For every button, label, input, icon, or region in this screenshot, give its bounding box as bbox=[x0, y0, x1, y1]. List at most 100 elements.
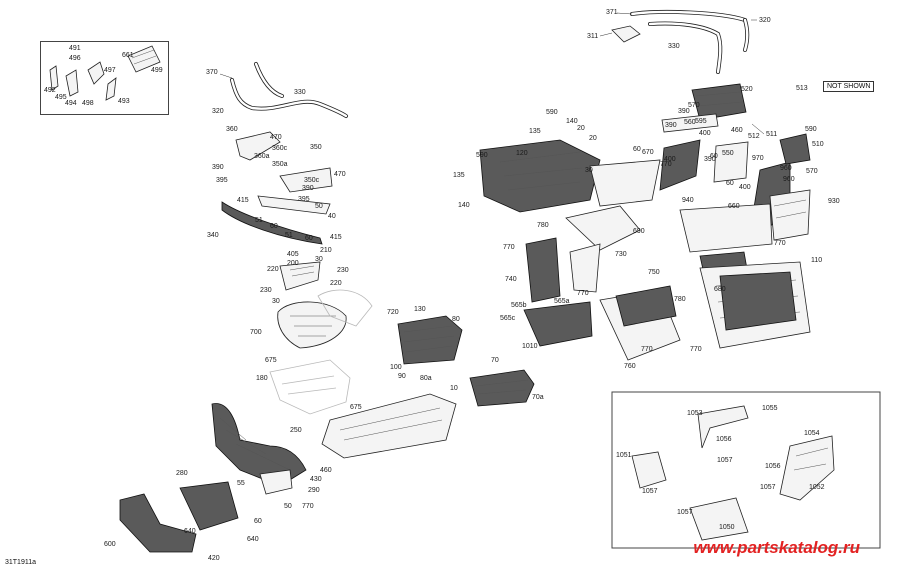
part-callout: 80a bbox=[420, 375, 432, 382]
part-callout: 30 bbox=[585, 167, 593, 174]
part-callout: 640 bbox=[184, 528, 196, 535]
part-callout: 595 bbox=[695, 118, 707, 125]
part-callout: 720 bbox=[387, 309, 399, 316]
part-callout: 750 bbox=[648, 269, 660, 276]
part-callout: 51 bbox=[255, 217, 263, 224]
watermark-text: www.partskatalog.ru bbox=[693, 538, 860, 557]
part-callout: 330 bbox=[668, 43, 680, 50]
part-callout: 135 bbox=[529, 128, 541, 135]
part-callout: 511 bbox=[766, 131, 778, 138]
part-callout: 350 bbox=[310, 144, 322, 151]
part-callout: 940 bbox=[682, 197, 694, 204]
part-callout: 320 bbox=[759, 17, 771, 24]
part-callout: 565b bbox=[511, 302, 527, 309]
part-callout: 320 bbox=[212, 108, 224, 115]
part-callout: 565c bbox=[500, 315, 516, 322]
part-callout: 415 bbox=[237, 197, 249, 204]
part-callout: 492 bbox=[44, 87, 56, 94]
part-callout: 400 bbox=[739, 184, 751, 191]
part-callout: 390 bbox=[302, 185, 314, 192]
part-callout: 590 bbox=[546, 109, 558, 116]
part-callout: 200 bbox=[287, 260, 299, 267]
part-callout: 1050 bbox=[719, 524, 735, 531]
inset-mirrors bbox=[49, 45, 161, 101]
part-callout: 370 bbox=[206, 69, 218, 76]
part-callout: 20 bbox=[577, 125, 585, 132]
rail-assembly-top-right bbox=[599, 10, 757, 74]
part-callout: 135 bbox=[453, 172, 465, 179]
part-callout: 960 bbox=[783, 176, 795, 183]
part-callout: 780 bbox=[674, 296, 686, 303]
part-callout: 400 bbox=[664, 156, 676, 163]
part-callout: 1053 bbox=[687, 410, 703, 417]
part-callout: 390 bbox=[678, 108, 690, 115]
frame-ghost bbox=[269, 359, 351, 415]
part-callout: 491 bbox=[69, 45, 81, 52]
part-callout: 520 bbox=[741, 86, 753, 93]
part-callout: 390 bbox=[665, 122, 677, 129]
part-callout: 250 bbox=[290, 427, 302, 434]
rear-tub bbox=[599, 123, 811, 361]
part-callout: 760 bbox=[624, 363, 636, 370]
rear-body-center bbox=[479, 139, 661, 347]
part-callout: 740 bbox=[505, 276, 517, 283]
part-callout: 60 bbox=[254, 518, 262, 525]
part-callout: 420 bbox=[208, 555, 220, 562]
part-callout: 590 bbox=[476, 152, 488, 159]
part-callout: 970 bbox=[752, 155, 764, 162]
inset-frame-accessories bbox=[40, 41, 169, 115]
part-callout: 730 bbox=[615, 251, 627, 258]
part-callout: 498 bbox=[82, 100, 94, 107]
part-callout: 510 bbox=[812, 141, 824, 148]
part-callout: 180 bbox=[256, 375, 268, 382]
part-callout: 360a bbox=[254, 153, 270, 160]
part-callout: 90 bbox=[398, 373, 406, 380]
part-callout: 10 bbox=[450, 385, 458, 392]
part-callout: 770 bbox=[302, 503, 314, 510]
part-callout: 60 bbox=[710, 153, 718, 160]
part-callout: 770 bbox=[641, 346, 653, 353]
part-callout: 70a bbox=[532, 394, 544, 401]
part-callout: 1057 bbox=[677, 509, 693, 516]
part-callout: 230 bbox=[337, 267, 349, 274]
part-callout: 513 bbox=[796, 85, 808, 92]
part-callout: 1057 bbox=[717, 457, 733, 464]
part-callout: 570 bbox=[806, 168, 818, 175]
part-callout: 670 bbox=[642, 149, 654, 156]
part-callout: 100 bbox=[390, 364, 402, 371]
part-callout: 330 bbox=[294, 89, 306, 96]
part-callout: 390 bbox=[704, 156, 716, 163]
part-callout: 30 bbox=[272, 298, 280, 305]
part-callout: 600 bbox=[104, 541, 116, 548]
part-callout: 390 bbox=[212, 164, 224, 171]
part-callout: 660 bbox=[728, 203, 740, 210]
part-callout: 640 bbox=[247, 536, 259, 543]
part-callout: 280 bbox=[176, 470, 188, 477]
part-callout: 395 bbox=[298, 196, 310, 203]
part-callout: 675 bbox=[265, 357, 277, 364]
part-callout: 290 bbox=[308, 487, 320, 494]
part-callout: 1056 bbox=[765, 463, 781, 470]
front-bumper-assembly bbox=[119, 403, 307, 553]
part-callout: 960 bbox=[780, 165, 792, 172]
part-callout: 360c bbox=[272, 145, 288, 152]
part-callout: 460 bbox=[731, 127, 743, 134]
part-callout: 550 bbox=[722, 150, 734, 157]
part-callout: 930 bbox=[828, 198, 840, 205]
part-callout: 700 bbox=[250, 329, 262, 336]
part-callout: 460 bbox=[320, 467, 332, 474]
part-callout: 1051 bbox=[616, 452, 632, 459]
part-callout: 470 bbox=[334, 171, 346, 178]
part-callout: 371 bbox=[606, 9, 618, 16]
part-callout: 140 bbox=[566, 118, 578, 125]
part-callout: 570 bbox=[688, 102, 700, 109]
part-callout: 340 bbox=[207, 232, 219, 239]
part-callout: 590 bbox=[805, 126, 817, 133]
part-callout: 1054 bbox=[804, 430, 820, 437]
part-callout: 50 bbox=[284, 503, 292, 510]
part-callout: 770 bbox=[690, 346, 702, 353]
part-callout: 130 bbox=[414, 306, 426, 313]
part-callout: 680 bbox=[714, 286, 726, 293]
